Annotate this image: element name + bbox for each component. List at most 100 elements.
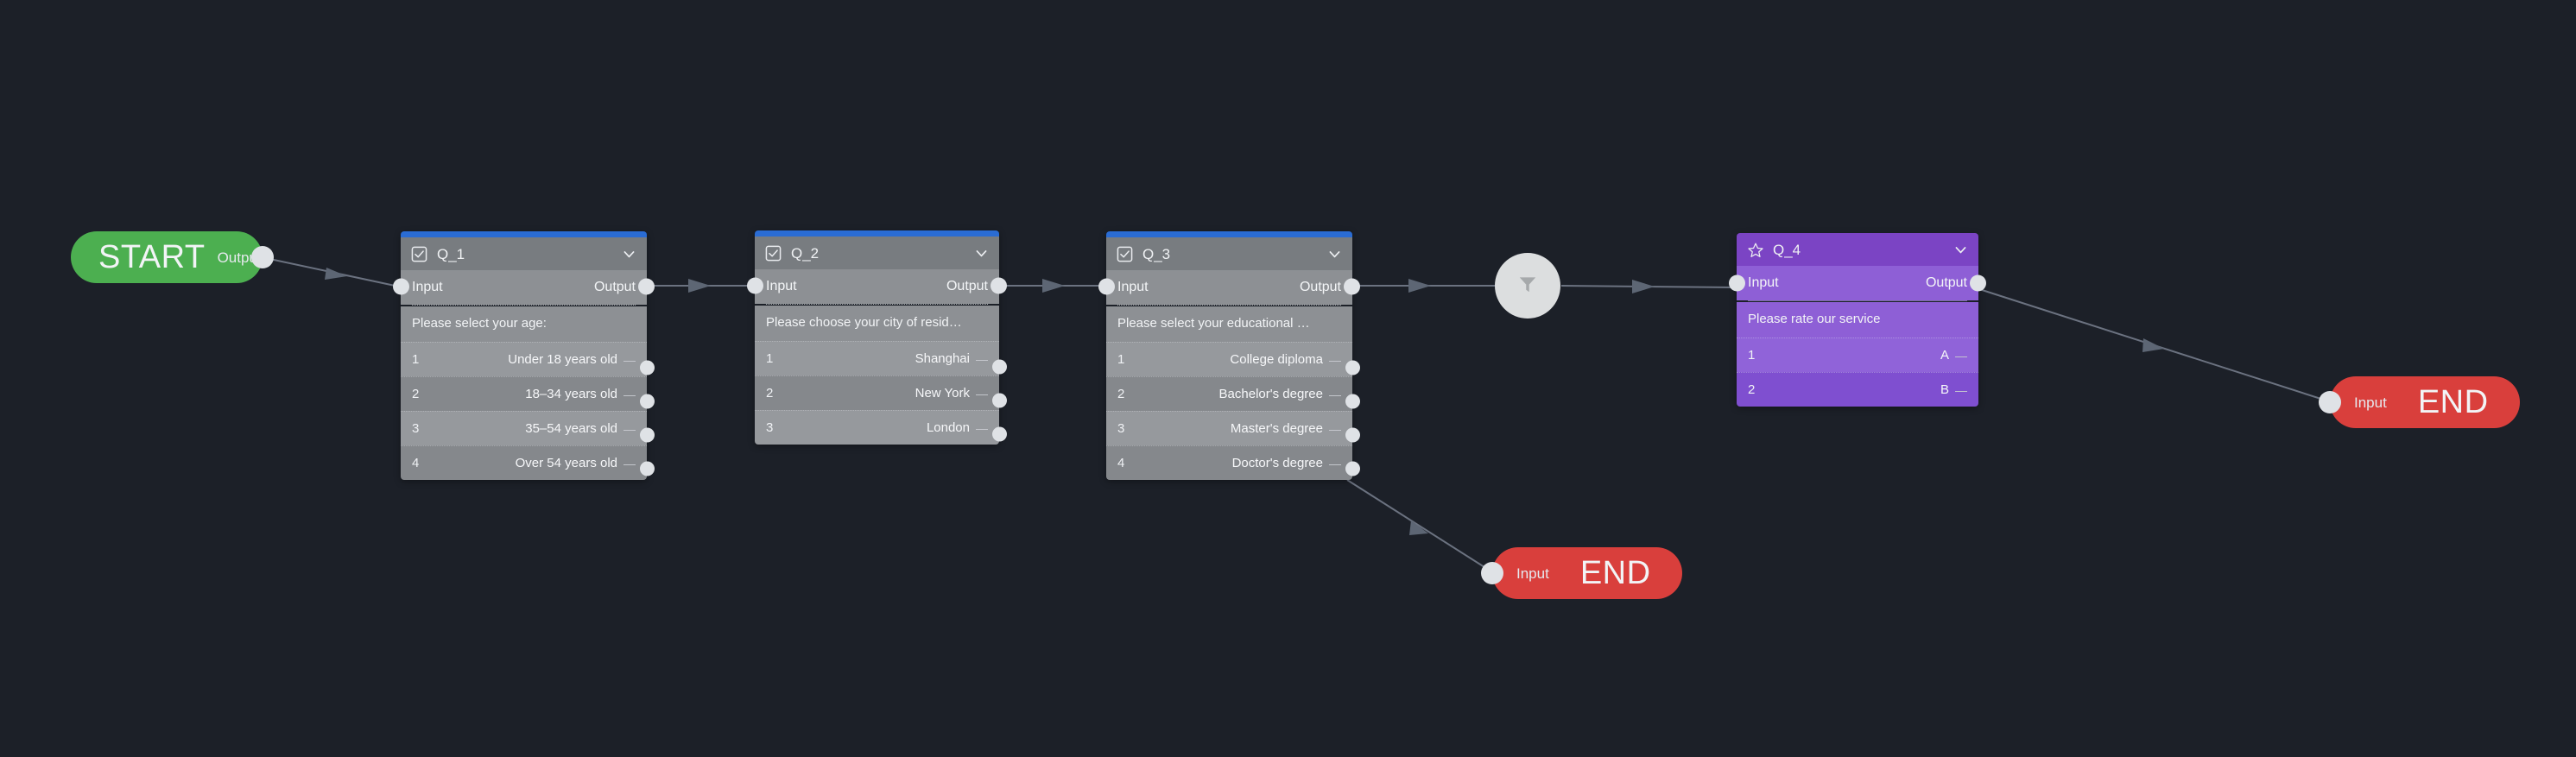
edge-arrow-start-to-q1 [325, 268, 347, 280]
question-node-q2[interactable]: Q_2 Input Output Please choose your city… [747, 230, 1007, 445]
q3-option-row-3[interactable]: 3 Master's degree — [1106, 411, 1352, 445]
q3-option-dash-3: — [1329, 421, 1341, 436]
q3-input-label: Input [1117, 280, 1149, 294]
q2-title: Q_2 [791, 244, 820, 262]
end-right-label: END [2417, 384, 2489, 420]
q1-input-label: Input [412, 280, 443, 294]
edge-arrow-q4-to-end-right [2142, 338, 2164, 352]
chevron-down-icon[interactable] [1327, 247, 1342, 262]
q1-option-port-1[interactable] [640, 360, 655, 375]
edge-q4-to-end-right [1976, 287, 2332, 403]
q2-option-dash-3: — [976, 420, 988, 435]
q3-option-row-4[interactable]: 4 Doctor's degree — [1106, 445, 1352, 480]
q3-header[interactable]: Q_3 [1106, 237, 1352, 270]
q1-option-text-3: 35–54 years old [525, 421, 617, 436]
q4-output-port[interactable] [1970, 274, 1986, 292]
q1-prompt: Please select your age: [401, 306, 647, 342]
q2-option-number-2: 2 [766, 386, 774, 401]
q4-header[interactable]: Q_4 [1737, 233, 1978, 266]
q2-output-port[interactable] [991, 277, 1007, 294]
q1-option-port-3[interactable] [640, 427, 655, 443]
end-right-input-port[interactable] [2319, 391, 2341, 413]
q3-option-port-2[interactable] [1345, 394, 1360, 409]
q1-option-port-2[interactable] [640, 394, 655, 409]
q1-option-port-4[interactable] [640, 461, 655, 476]
q4-option-text-2: B [1940, 382, 1949, 397]
q2-option-port-3[interactable] [992, 426, 1007, 442]
question-node-q4[interactable]: Q_4 Input Output Please rate our service… [1729, 233, 1986, 407]
q1-option-row-4[interactable]: 4 Over 54 years old — [401, 445, 647, 480]
funnel-filter-icon [1516, 273, 1539, 300]
chevron-down-icon[interactable] [974, 246, 989, 261]
q3-option-number-2: 2 [1117, 387, 1125, 401]
q1-header[interactable]: Q_1 [401, 237, 647, 270]
q4-option-row-1[interactable]: 1 A — [1737, 337, 1978, 372]
q3-option-port-1[interactable] [1345, 360, 1360, 375]
checkbox-icon [411, 246, 427, 262]
q1-option-dash-1: — [623, 352, 636, 367]
q2-option-port-2[interactable] [992, 393, 1007, 408]
q3-input-port[interactable] [1098, 278, 1115, 295]
chevron-down-icon[interactable] [622, 247, 636, 262]
edge-arrow-q3-to-filter [1408, 279, 1431, 293]
q1-option-row-1[interactable]: 1 Under 18 years old — [401, 342, 647, 376]
q2-option-row-3[interactable]: 3 London — [755, 410, 999, 445]
question-node-q1[interactable]: Q_1 Input Output Please select your age:… [393, 231, 655, 480]
q3-output-port[interactable] [1344, 278, 1360, 295]
checkbox-icon [765, 245, 782, 262]
q3-option-row-1[interactable]: 1 College diploma — [1106, 342, 1352, 376]
q2-option-row-1[interactable]: 1 Shanghai — [755, 341, 999, 375]
q1-option-number-1: 1 [412, 352, 420, 367]
q3-option-text-2: Bachelor's degree [1218, 387, 1323, 401]
q1-option-dash-3: — [623, 421, 636, 436]
end-bottom-input-port[interactable] [1481, 562, 1503, 584]
q2-input-port[interactable] [747, 277, 763, 294]
q1-output-label: Output [593, 280, 636, 294]
start-output-port[interactable] [251, 246, 274, 268]
q1-option-number-4: 4 [412, 456, 420, 470]
end-node-right[interactable]: Input END [2319, 376, 2520, 428]
q1-option-text-4: Over 54 years old [515, 456, 617, 470]
q3-accent-bar [1106, 231, 1352, 237]
end-bottom-input-label: Input [1516, 565, 1549, 582]
q3-option-row-2[interactable]: 2 Bachelor's degree — [1106, 376, 1352, 411]
q4-input-label: Input [1748, 275, 1779, 290]
q4-title: Q_4 [1773, 241, 1801, 258]
edge-arrow-q3-to-end-bottom [1409, 520, 1428, 535]
filter-node[interactable] [1495, 253, 1560, 319]
start-node[interactable]: START Output [71, 231, 274, 283]
checkbox-icon [1117, 246, 1133, 262]
q2-option-row-2[interactable]: 2 New York — [755, 375, 999, 410]
q3-option-port-3[interactable] [1345, 427, 1360, 443]
edge-filter-to-q4 [1560, 285, 1737, 288]
q4-prompt: Please rate our service [1737, 302, 1978, 337]
edge-arrow-q1-to-q2 [688, 279, 711, 293]
star-icon [1747, 242, 1763, 258]
q3-prompt: Please select your educational … [1106, 306, 1352, 342]
edge-start-to-q1 [261, 256, 400, 287]
q2-header[interactable]: Q_2 [755, 237, 999, 269]
q2-option-dash-2: — [976, 386, 988, 401]
q2-option-port-1[interactable] [992, 359, 1007, 375]
q1-output-port[interactable] [638, 278, 655, 295]
q4-input-port[interactable] [1729, 274, 1745, 292]
q2-input-label: Input [766, 279, 797, 293]
question-node-q3[interactable]: Q_3 Input Output Please select your educ… [1098, 231, 1360, 480]
q3-option-dash-2: — [1329, 387, 1341, 401]
q3-title: Q_3 [1142, 245, 1171, 262]
q4-option-text-1: A [1940, 348, 1949, 363]
end-node-bottom[interactable]: Input END [1481, 547, 1682, 599]
end-bottom-label: END [1579, 555, 1651, 591]
q4-option-dash-1: — [1955, 348, 1967, 363]
q2-option-number-1: 1 [766, 351, 774, 366]
q4-option-row-2[interactable]: 2 B — [1737, 372, 1978, 407]
q1-option-row-3[interactable]: 3 35–54 years old — [401, 411, 647, 445]
q3-option-text-1: College diploma [1230, 352, 1323, 367]
chevron-down-icon[interactable] [1953, 243, 1968, 257]
q1-input-port[interactable] [393, 278, 409, 295]
q1-option-number-3: 3 [412, 421, 420, 436]
q1-option-row-2[interactable]: 2 18–34 years old — [401, 376, 647, 411]
q2-option-dash-1: — [976, 351, 988, 366]
q3-option-port-4[interactable] [1345, 461, 1360, 476]
